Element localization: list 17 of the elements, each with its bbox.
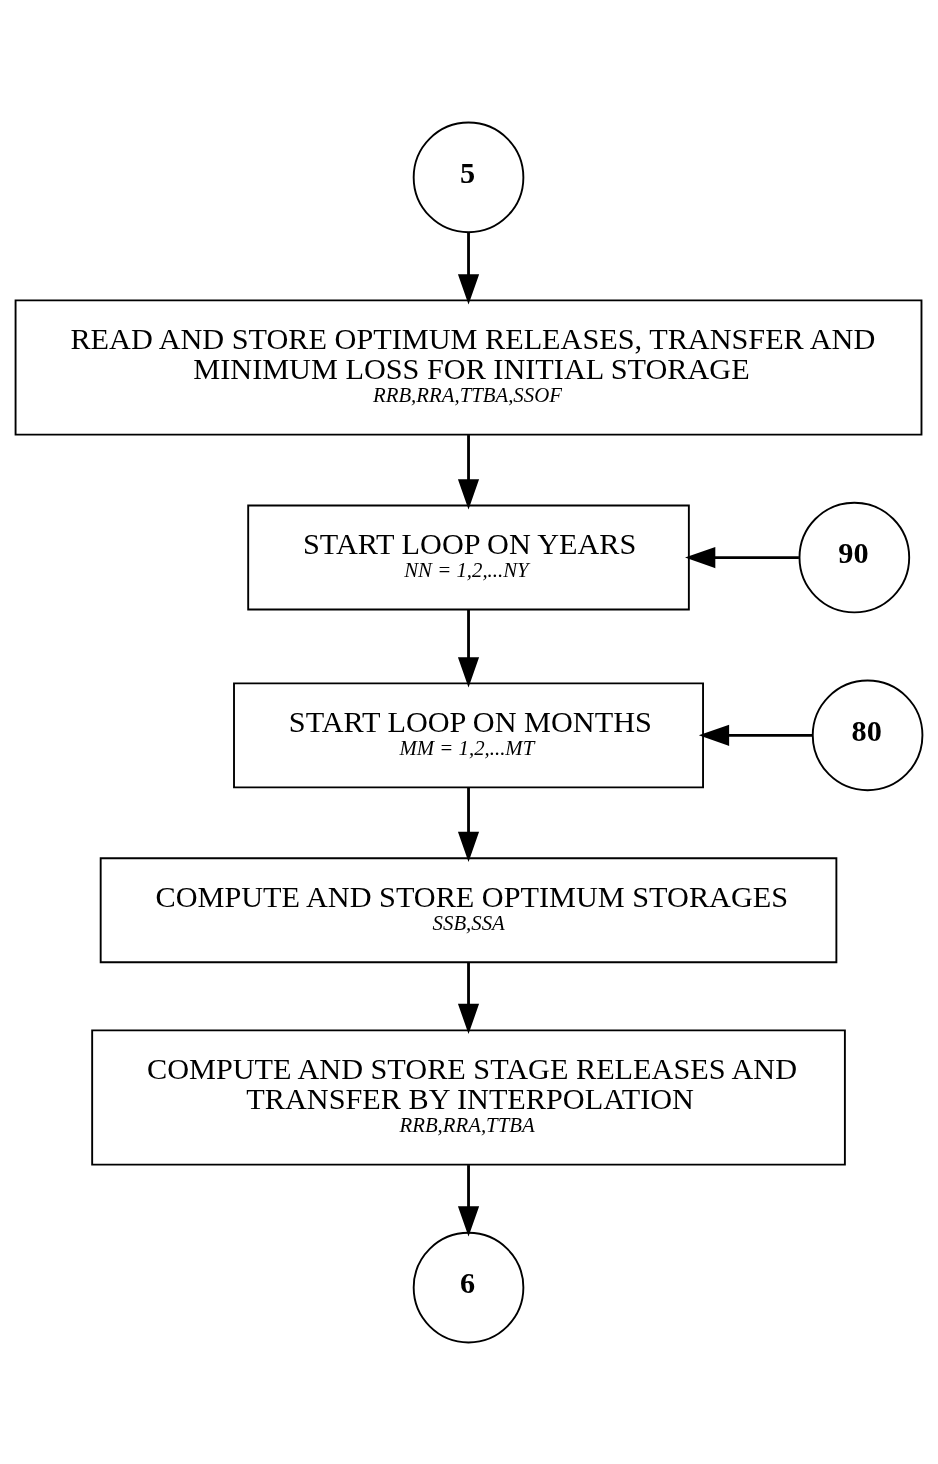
arrow — [457, 1164, 480, 1237]
node-circle: 6 — [412, 1231, 525, 1343]
arrow — [457, 787, 480, 862]
node-box: COMPUTE AND STORE STAGE RELEASES AND TRANSFER BY INTERPOLATION RRB,RRA,TTBA — [91, 1028, 846, 1166]
arrow — [698, 724, 813, 746]
node-circle: 90 — [798, 501, 911, 613]
node-box: READ AND STORE OPTIMUM RELEASES, TRANSFER AND MINIMUM LOSS FOR INITIAL STORAGE RRB,RRA,TTBA,SSOF — [14, 298, 923, 436]
node-circle: 5 — [412, 121, 525, 233]
node-box: START LOOP ON MONTHS MM = 1,2,...MT — [233, 681, 704, 788]
node-box: START LOOP ON YEARS NN = 1,2,...NY — [247, 504, 690, 610]
arrow — [685, 546, 799, 568]
arrow — [457, 434, 480, 509]
node-box: COMPUTE AND STORE OPTIMUM STORAGES SSB,SSA — [99, 856, 838, 963]
arrow — [457, 232, 480, 305]
arrow — [457, 961, 480, 1034]
arrow — [457, 609, 480, 688]
node-circle: 80 — [811, 679, 924, 791]
